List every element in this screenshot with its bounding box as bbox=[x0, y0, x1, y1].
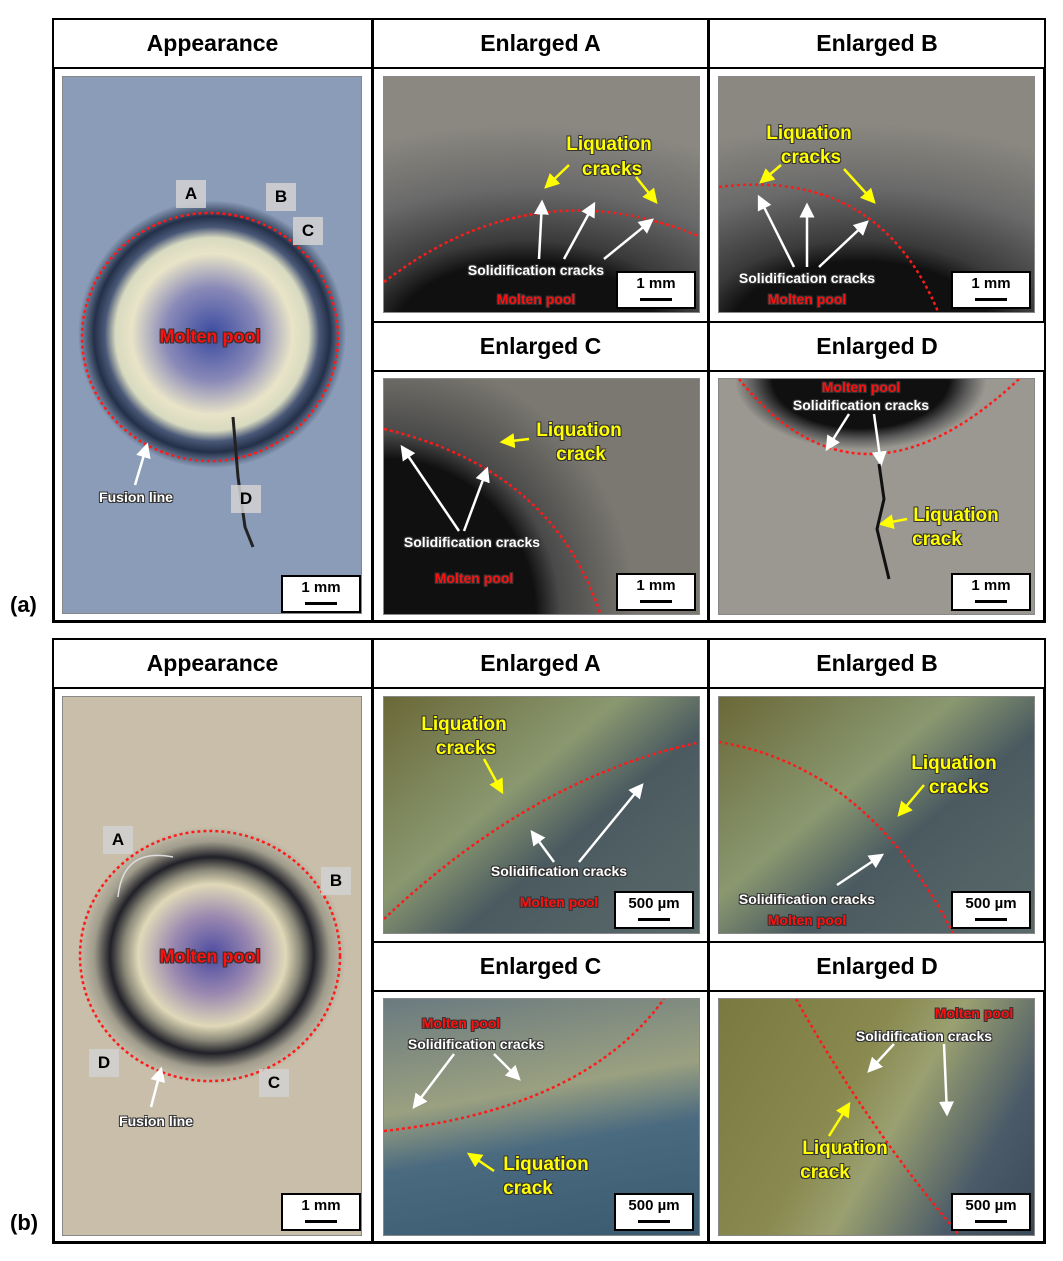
scale-bar: 500 µm bbox=[951, 1193, 1031, 1231]
scale-bar: 1 mm bbox=[616, 573, 696, 611]
header-enlarged-c: Enlarged C bbox=[372, 941, 709, 992]
enlarged-d-image-a: Molten pool Solidification cracks Liquat… bbox=[718, 378, 1035, 615]
liquation-label-2: cracks bbox=[581, 159, 643, 180]
region-marker-d: D bbox=[89, 1049, 119, 1077]
scale-text: 1 mm bbox=[971, 577, 1011, 594]
scale-bar: 1 mm bbox=[951, 573, 1031, 611]
liquation-label-2: crack bbox=[503, 1178, 553, 1199]
region-marker-d: D bbox=[231, 485, 261, 513]
liquation-label-2: cracks bbox=[928, 777, 990, 798]
molten-pool-label: Molten pool bbox=[434, 570, 514, 586]
liquation-label-2: cracks bbox=[435, 738, 497, 759]
solidification-label: Solidification cracks bbox=[738, 891, 876, 907]
liquation-label: Liquation bbox=[911, 753, 997, 774]
region-marker-c: C bbox=[293, 217, 323, 245]
fusion-line-label: Fusion line bbox=[99, 489, 173, 505]
molten-pool-label: Molten pool bbox=[821, 379, 901, 395]
liquation-label: Liquation bbox=[536, 420, 622, 441]
appearance-image-a: A B C D Molten pool Fusion line 1 mm bbox=[62, 76, 362, 614]
header-enlarged-a: Enlarged A bbox=[372, 18, 709, 69]
panel-label-b: (b) bbox=[10, 1210, 39, 1235]
liquation-label: Liquation bbox=[421, 714, 507, 735]
region-marker-c: C bbox=[259, 1069, 289, 1097]
enlarged-b-image-b: Liquation cracks Solidification cracks M… bbox=[718, 696, 1035, 934]
scale-bar: 1 mm bbox=[281, 1193, 361, 1231]
header-enlarged-c: Enlarged C bbox=[372, 321, 709, 372]
header-enlarged-d: Enlarged D bbox=[708, 321, 1046, 372]
solidification-label: Solidification cracks bbox=[738, 270, 876, 286]
enlarged-a-image-b: Liquation cracks Solidification cracks M… bbox=[383, 696, 700, 934]
scale-bar: 500 µm bbox=[614, 891, 694, 929]
liquation-label: Liquation bbox=[766, 123, 852, 144]
enlarged-a-image-a: Liquation cracks Solidification cracks M… bbox=[383, 76, 700, 313]
enlarged-c-image-b: Molten pool Solidification cracks Liquat… bbox=[383, 998, 700, 1236]
scale-text: 1 mm bbox=[971, 275, 1011, 292]
cell-border bbox=[708, 687, 1046, 1244]
scale-text: 500 µm bbox=[965, 895, 1017, 912]
enlarged-c-image-a: Liquation crack Solidification cracks Mo… bbox=[383, 378, 700, 615]
header-appearance: Appearance bbox=[52, 18, 373, 69]
enlarged-d-image-b: Molten pool Solidification cracks Liquat… bbox=[718, 998, 1035, 1236]
liquation-label-2: crack bbox=[912, 529, 962, 550]
header-appearance: Appearance bbox=[52, 638, 373, 689]
cell-border bbox=[708, 67, 1046, 623]
region-marker-b: B bbox=[266, 183, 296, 211]
molten-pool-label: Molten pool bbox=[496, 291, 576, 307]
scale-text: 1 mm bbox=[301, 579, 341, 596]
scale-text: 500 µm bbox=[628, 895, 680, 912]
molten-pool-label: Molten pool bbox=[519, 894, 599, 910]
header-enlarged-a: Enlarged A bbox=[372, 638, 709, 689]
scale-text: 500 µm bbox=[628, 1197, 680, 1214]
liquation-label: Liquation bbox=[802, 1138, 888, 1159]
liquation-label: Liquation bbox=[503, 1154, 589, 1175]
liquation-label-2: cracks bbox=[780, 147, 842, 168]
molten-pool-label: Molten pool bbox=[767, 912, 847, 928]
scale-text: 1 mm bbox=[636, 275, 676, 292]
scale-bar: 1 mm bbox=[616, 271, 696, 309]
liquation-label-2: crack bbox=[556, 444, 606, 465]
appearance-image-b: A B C D Molten pool Fusion line 1 mm bbox=[62, 696, 362, 1236]
solidification-label: Solidification cracks bbox=[490, 863, 628, 879]
molten-pool-label: Molten pool bbox=[159, 326, 261, 347]
scale-text: 1 mm bbox=[636, 577, 676, 594]
liquation-label: Liquation bbox=[913, 505, 999, 526]
panel-label-a: (a) bbox=[10, 592, 37, 617]
scale-text: 1 mm bbox=[301, 1197, 341, 1214]
scale-bar: 500 µm bbox=[614, 1193, 694, 1231]
region-marker-a: A bbox=[103, 826, 133, 854]
solidification-label: Solidification cracks bbox=[407, 1036, 545, 1052]
scale-text: 500 µm bbox=[965, 1197, 1017, 1214]
solidification-label: Solidification cracks bbox=[855, 1028, 993, 1044]
region-marker-b: B bbox=[321, 867, 351, 895]
scale-bar: 1 mm bbox=[951, 271, 1031, 309]
enlarged-b-image-a: Liquation cracks Solidification cracks M… bbox=[718, 76, 1035, 313]
region-marker-a: A bbox=[176, 180, 206, 208]
scale-bar: 1 mm bbox=[281, 575, 361, 613]
molten-pool-label: Molten pool bbox=[767, 291, 847, 307]
solidification-label: Solidification cracks bbox=[403, 534, 541, 550]
liquation-label-2: crack bbox=[800, 1162, 850, 1183]
scale-bar: 500 µm bbox=[951, 891, 1031, 929]
molten-pool-label: Molten pool bbox=[934, 1005, 1014, 1021]
solidification-label: Solidification cracks bbox=[792, 397, 930, 413]
header-enlarged-b: Enlarged B bbox=[708, 18, 1046, 69]
liquation-label: Liquation bbox=[566, 134, 652, 155]
fusion-line-label: Fusion line bbox=[119, 1113, 193, 1129]
header-enlarged-d: Enlarged D bbox=[708, 941, 1046, 992]
molten-pool-label: Molten pool bbox=[159, 946, 261, 967]
header-enlarged-b: Enlarged B bbox=[708, 638, 1046, 689]
solidification-label: Solidification cracks bbox=[467, 262, 605, 278]
molten-pool-label: Molten pool bbox=[421, 1015, 501, 1031]
